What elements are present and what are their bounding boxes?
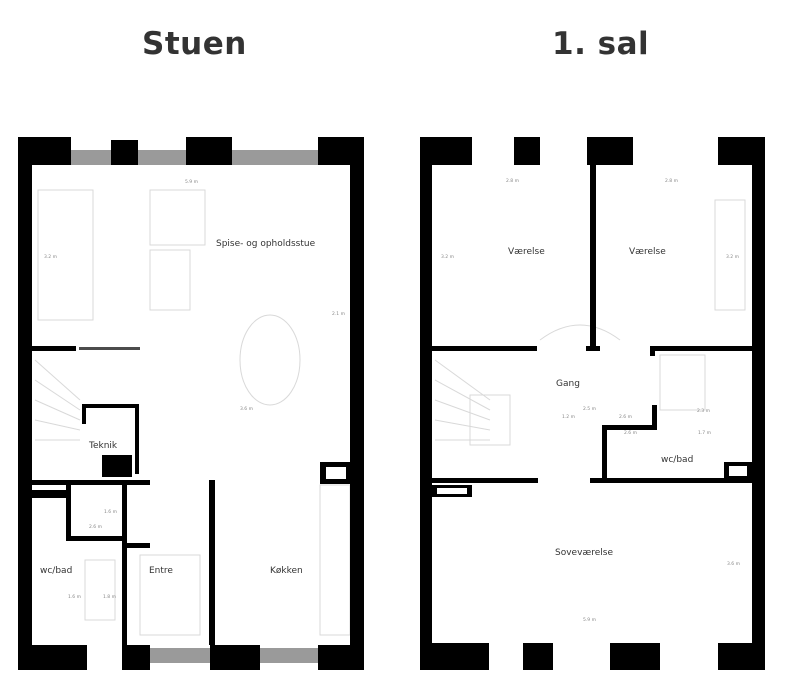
sal-wall-rooms-divider [590,160,596,350]
sal-cabinet-inner [729,466,747,476]
room-label-entre: Entre [149,566,173,576]
stuen-dim-2: 3.2 m [44,254,57,260]
stuen-wall-horizontal [32,480,150,485]
room-label-teknik: Teknik [88,441,118,451]
sal-dim-12: 5.9 m [583,617,596,623]
stuen-wall-closet-left [66,480,71,540]
room-label-spise: Spise- og opholdsstue [216,239,316,249]
stuen-technical-unit [102,455,132,477]
stuen-wall-bottom-3 [210,645,260,670]
stuen-cabinet-inner [326,467,346,479]
stuen-wall-bottom-4 [318,645,364,670]
stuen-title: Stuen [142,26,247,62]
stuen-wall-left [18,137,32,670]
stuen-wall-bottom-1 [18,645,87,670]
stuen-wall-closet-bottom [66,536,126,541]
sal-wall-bottom-4 [718,643,765,670]
stuen-dashed-line [79,347,140,350]
sal-wall-stub-2 [650,346,655,356]
stuen-wall-teknik-stub [82,404,86,424]
stuen-wall-bottom-2 [122,645,150,670]
stuen-wall-entre-stub [122,543,150,548]
sal-wall-wc-top [602,425,655,430]
stuen-window-bottom-1 [150,648,210,663]
stuen-window-bottom-2 [260,648,318,663]
sal-dim-9: 1.7 m [698,430,711,436]
stuen-wall-teknik-top [82,404,138,408]
sal-dim-7: 2.6 m [619,414,632,420]
sal-wall-right [752,137,765,670]
sal-wall-top-2 [514,137,540,165]
stuen-dim-8: 1.8 m [103,594,116,600]
sal-wall-vaerelse1-bottom [432,346,537,351]
sal-closet-inner [437,488,467,494]
stuen-wall-top-2 [111,140,138,165]
stuen-dim-3: 2.1 m [332,311,345,317]
sal-wall-vaerelse2-bottom [650,346,752,351]
stuen-wall-top-1 [18,137,71,165]
stuen-window-top-3 [232,150,318,165]
sal-dim-6: 2.5 m [583,406,596,412]
sal-wall-bottom-3 [610,643,660,670]
stuen-dim-5: 1.6 m [104,509,117,515]
sal-wall-top-4 [718,137,765,165]
sal-wall-wc-left [602,425,607,480]
stuen-wall-kitchen-left [209,480,215,645]
room-label-sal-wcbad: wc/bad [661,455,693,465]
stuen-plan: Spise- og opholdsstue Teknik wc/bad Entr… [18,137,364,670]
sal-dim-4: 3.2 m [726,254,739,260]
stuen-dim-7: 1.6 m [68,594,81,600]
sal-wall-bedroom-top-left [432,478,538,483]
sal-dim-5: 1.2 m [562,414,575,420]
room-label-vaerelse-1: Værelse [508,247,545,257]
sal-plan: Værelse Værelse Gang wc/bad Soveværelse … [420,137,765,670]
sal-wall-bedroom-top-right [590,478,752,483]
sal-wall-bottom-2 [523,643,553,670]
stuen-dim-1: 5.9 m [185,179,198,185]
room-label-stuen-wcbad: wc/bad [40,566,72,576]
sal-dim-8: 2.6 m [624,430,637,436]
room-label-sovevaerelse: Soveværelse [555,548,613,558]
sal-dim-10: 2.3 m [697,408,710,414]
sal-title: 1. sal [552,26,650,62]
stuen-window-top-1 [71,150,111,165]
stuen-window-top-2 [138,150,186,165]
sal-wall-bottom-1 [420,643,489,670]
stuen-wall-top-4 [318,137,364,165]
stuen-wall-teknik-right [135,404,139,474]
sal-wall-wc-corner [652,405,657,430]
stuen-furniture [34,189,351,636]
sal-dim-2: 2.8 m [665,178,678,184]
room-label-vaerelse-2: Værelse [629,247,666,257]
room-label-gang: Gang [556,379,580,389]
sal-dim-11: 3.6 m [727,561,740,567]
stuen-dim-4: 3.6 m [240,406,253,412]
sal-wall-stub-1 [586,346,600,351]
sal-wall-top-1 [420,137,472,165]
stuen-dim-6: 2.6 m [89,524,102,530]
sal-dim-1: 2.8 m [506,178,519,184]
sal-wall-left [420,137,432,670]
stuen-wall-right [350,137,364,670]
sal-dim-3: 3.2 m [441,254,454,260]
sal-furniture [434,199,746,446]
stuen-wall-living-split [32,346,76,351]
stuen-wall-wc-top [32,490,70,498]
room-label-kokken: Køkken [270,566,303,576]
stuen-wall-wc-right [122,480,127,645]
stuen-wall-top-3 [186,137,232,165]
